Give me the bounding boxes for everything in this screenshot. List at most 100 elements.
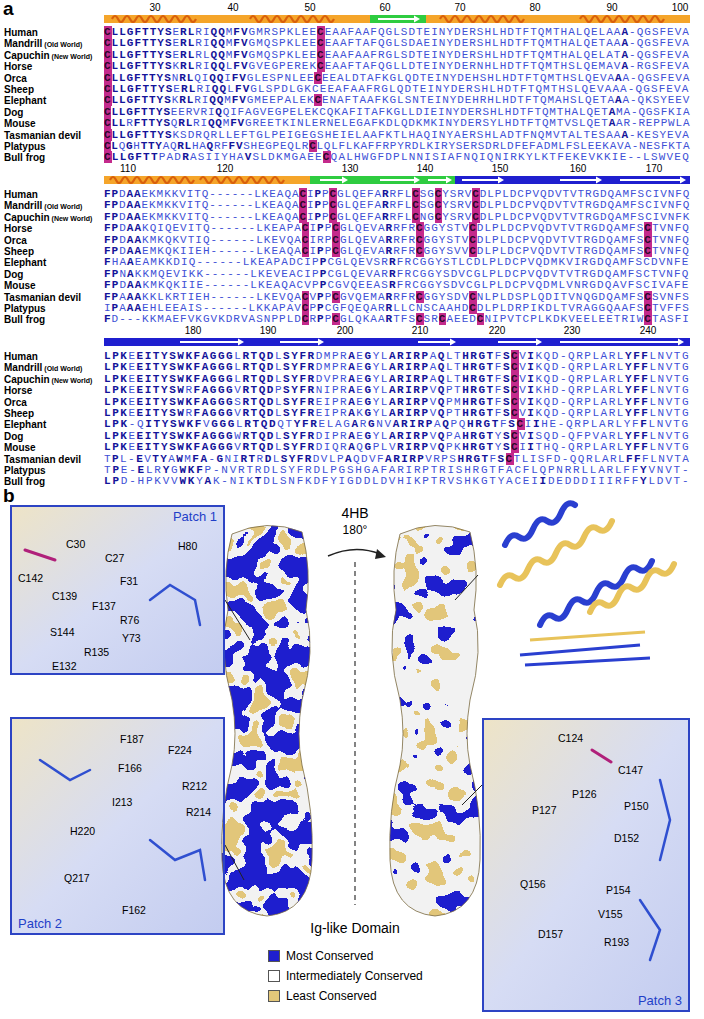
residue-letter: V (659, 222, 667, 234)
residue-letter: C (408, 302, 416, 314)
residue-letter: N (264, 313, 272, 325)
residue-letter: R (515, 302, 523, 314)
residue-letter: G (381, 83, 389, 95)
residue-letter: A (610, 140, 617, 152)
residue-letter: V (530, 245, 538, 257)
residue-letter: - (227, 268, 235, 280)
residue-letter: A (127, 199, 135, 211)
residue-letter: - (218, 245, 226, 257)
residue-letter: Q (287, 245, 295, 257)
residue-label: P154 (606, 884, 631, 896)
residue-letter: Y (442, 211, 450, 223)
residue-letter: N (329, 94, 337, 106)
residue-letter: C (104, 94, 112, 106)
residue-letter: K (164, 211, 172, 223)
residue-number: 160 (570, 163, 587, 174)
residue-letter: C (645, 188, 653, 200)
residue-letter: D (597, 268, 605, 280)
residue-letter: L (405, 199, 413, 211)
residue-letter: V (555, 211, 563, 223)
residue-letter: N (463, 151, 471, 163)
residue-letter: C (299, 211, 307, 223)
residue-letter: Q (170, 140, 177, 152)
residue-letter: L (256, 245, 264, 257)
residue-letter: V (273, 268, 281, 280)
residue-letter: Q (538, 26, 546, 38)
residue-letter: A (332, 60, 340, 72)
residue-letter: A (683, 72, 691, 84)
residue-letter: H (500, 37, 508, 49)
residue-letter: Q (352, 188, 360, 200)
residue-letter: F (401, 291, 409, 303)
residue-letter: R (196, 83, 204, 95)
residue-letter: V (458, 268, 466, 280)
residue-letter: K (604, 151, 612, 163)
patch-box: Patch 2F187F224F166R212I213R214H220Q217F… (10, 717, 225, 935)
residue-letter: I (431, 26, 439, 38)
residue-number: 180 (185, 325, 202, 336)
residue-letter: R (193, 117, 200, 129)
residue-letter: A (609, 117, 616, 129)
residue-letter: S (420, 188, 428, 200)
residue-letter: S (408, 313, 416, 325)
residue-letter: R (457, 188, 465, 200)
residue-letter: D (507, 49, 515, 61)
residue-letter: L (492, 37, 500, 49)
residue-letter: N (420, 211, 428, 223)
residue-letter: P (520, 279, 528, 291)
residue-letter: L (500, 245, 508, 257)
residue-letter: - (247, 188, 255, 200)
residue-letter: A (374, 268, 382, 280)
residue-letter: Q (637, 26, 645, 38)
residue-letter: P (314, 188, 322, 200)
residue-letter: E (312, 117, 319, 129)
residue-letter: F (221, 140, 228, 152)
residue-letter: T (180, 291, 188, 303)
residue-letter: P (317, 302, 325, 314)
residue-letter: E (462, 129, 470, 141)
residue-letter: M (150, 234, 158, 246)
residue-letter: Q (355, 313, 363, 325)
residue-letter: G (335, 268, 343, 280)
residue-letter: L (484, 222, 492, 234)
residue-letter: H (561, 49, 569, 61)
residue-letter: V (617, 140, 624, 152)
residue-letter: A (163, 140, 170, 152)
residue-letter: F (180, 313, 188, 325)
residue-letter: A (294, 234, 302, 246)
residue-letter: M (547, 94, 555, 106)
residue-label: F187 (120, 733, 144, 745)
residue-letter: F (529, 140, 536, 152)
residue-letter: - (629, 37, 637, 49)
residue-letter: S (667, 313, 675, 325)
residue-letter: F (375, 140, 382, 152)
residue-letter: R (374, 83, 382, 95)
residue-letter: E (581, 151, 589, 163)
residue-letter: Y (446, 129, 454, 141)
residue-letter: I (553, 291, 561, 303)
residue-letter: A (612, 279, 620, 291)
residue-letter: Q (538, 234, 546, 246)
residue-label: H220 (70, 825, 95, 837)
residue-letter: Y (157, 129, 165, 141)
residue-letter: N (477, 291, 485, 303)
residue-letter: D (119, 222, 127, 234)
residue-letter: F (674, 268, 682, 280)
residue-letter: F (233, 37, 241, 49)
residue-letter: C (517, 199, 525, 211)
residue-letter: F (104, 279, 112, 291)
residue-letter: L (119, 72, 127, 84)
residue-letter: R (386, 291, 394, 303)
residue-letter: A (363, 37, 371, 49)
residue-letter: T (532, 94, 540, 106)
residue-letter: S (572, 117, 579, 129)
residue-letter: T (583, 129, 591, 141)
residue-letter: D (507, 129, 515, 141)
residue-letter: T (150, 129, 158, 141)
residue-letter: V (370, 245, 378, 257)
residue-letter: R (431, 313, 439, 325)
residue-letter: F (520, 83, 528, 95)
residue-letter: G (309, 129, 317, 141)
residue-letter: I (203, 60, 211, 72)
residue-letter: A (119, 256, 127, 268)
